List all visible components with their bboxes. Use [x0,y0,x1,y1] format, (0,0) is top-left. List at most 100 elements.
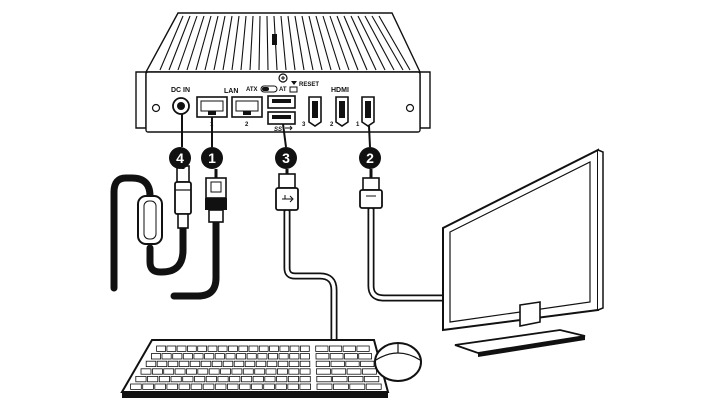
key [244,360,256,368]
key [263,383,275,390]
key [211,360,223,368]
key [217,345,228,352]
key [142,383,154,390]
hdmi-port-2[interactable] [335,96,349,127]
numpad-key [330,360,345,368]
power-cable [110,165,192,292]
dc-plug-icon [174,165,192,229]
brand-logo [272,34,277,45]
key [240,375,253,383]
mount-bracket-right [419,71,431,129]
key [170,375,182,383]
key [145,360,157,368]
hdmi-1-label: 1 [356,122,360,128]
numpad-key [365,383,382,390]
key [176,345,187,352]
key [202,383,215,390]
monitor-screen [449,161,591,323]
key [277,360,289,368]
key [257,353,268,360]
key [204,353,215,360]
key [226,383,239,390]
key [267,353,278,360]
key [172,353,183,360]
key [289,345,300,352]
key-grid [130,345,382,390]
key [258,345,269,352]
key [166,345,177,352]
hdmi-2-label: 2 [330,122,334,128]
key [278,353,289,360]
usb-plug-icon [275,173,299,211]
mouse[interactable] [374,342,422,382]
numpad-key [360,360,375,368]
mini-pc: DC IN LAN 1 2 ATX AT RESET [135,12,431,133]
numpad-key [332,375,348,383]
key [182,353,193,360]
numpad-key [346,368,362,375]
key [150,353,161,360]
hdmi-label: HDMI [331,87,349,94]
atx-at-switch[interactable] [260,85,278,93]
key [154,383,166,390]
monitor [442,148,604,357]
usb-cable [275,173,338,346]
numpad-key [315,353,330,360]
numpad-key [363,375,380,383]
reset-arrow-icon [291,81,297,85]
lan-port-1[interactable] [196,96,228,118]
key [264,375,276,383]
key [299,383,311,390]
numpad-key [349,383,366,390]
numpad-key [332,383,349,390]
key [147,375,159,383]
keyboard[interactable] [120,339,390,398]
key [251,383,263,390]
usb-port-bottom[interactable] [267,111,296,125]
screw-left [151,103,161,113]
key [265,368,277,375]
numpad-key [344,353,358,360]
key [288,368,300,375]
key [178,360,190,368]
key [242,368,254,375]
key [254,368,266,375]
numpad-key [329,353,344,360]
key [231,368,243,375]
numpad-key [348,375,364,383]
key [178,383,191,390]
key [158,375,171,383]
numpad-key [316,368,331,375]
rj45-plug-icon [205,177,227,223]
key [130,383,142,390]
key [289,353,300,360]
key [228,345,238,352]
numpad-key [331,368,347,375]
hdmi-port-3[interactable] [308,96,322,127]
key [239,383,251,390]
key [266,360,278,368]
reset-button[interactable] [289,86,298,93]
key [299,360,311,368]
key [208,368,220,375]
key [214,353,225,360]
lan-cable [170,177,227,300]
key [167,360,179,368]
hdmi-3-label: 3 [302,122,306,128]
key [140,368,152,375]
key [238,345,249,352]
usb-port-top[interactable] [267,95,296,109]
numpad-key [316,375,332,383]
hdmi-port-1[interactable] [361,96,375,127]
hdmi-cable [359,177,448,302]
key [161,353,172,360]
key [279,345,290,352]
screw-top [278,73,288,83]
key [220,368,232,375]
key [299,375,311,383]
usb-icon [285,125,293,131]
badge-power: 4 [169,147,191,169]
key [214,383,227,390]
lan-port-2[interactable] [231,96,263,118]
key [252,375,264,383]
